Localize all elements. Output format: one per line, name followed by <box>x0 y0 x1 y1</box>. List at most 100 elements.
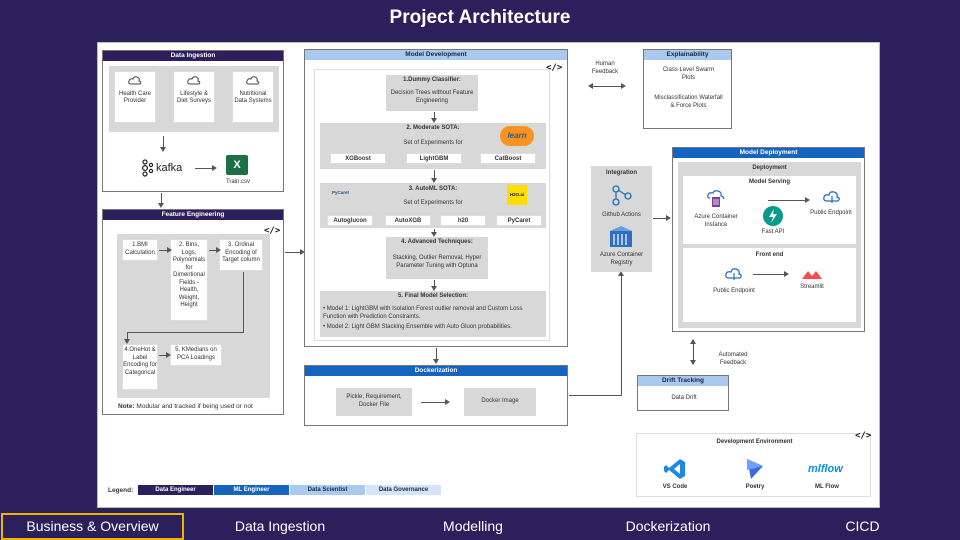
legend-ml-engineer: ML Engineer <box>214 485 289 495</box>
azure-registry-icon <box>610 226 632 247</box>
nav-modelling[interactable]: Modelling <box>443 518 503 534</box>
model-deployment-panel: Model Deployment Deployment Model Servin… <box>672 147 865 332</box>
feature-engineering-header: Feature Engineering <box>103 210 283 220</box>
pycaret-item: PyCaret <box>496 215 542 226</box>
integration-panel: Integration Github Actions Azure Contain… <box>591 166 652 272</box>
dummy-title: 1.Dummy Classifier: <box>403 77 461 83</box>
sota-title: 2. Moderate SOTA: <box>406 125 460 131</box>
automl-text: Set of Experiments for <box>403 200 463 206</box>
cloud-icon <box>246 76 260 85</box>
explainability-header: Explainability <box>644 50 731 60</box>
dummy-classifier-step: 1.Dummy Classifier: Decision Trees witho… <box>386 75 478 111</box>
advanced-text: Stacking, Outlier Removal, Hyper Paramet… <box>392 255 482 269</box>
front-end-box: Front end Public Endpoint Streamlit <box>683 248 856 322</box>
catboost-item: CatBoost <box>480 153 536 164</box>
github-actions-icon <box>612 185 632 206</box>
advanced-title: 4. Advanced Techniques: <box>401 239 473 245</box>
poetry-label: Poetry <box>745 484 765 490</box>
poetry-icon <box>747 459 763 479</box>
docker-files-box: Pickle, Requirement, Docker File <box>336 388 412 416</box>
integration-header: Integration <box>606 170 637 176</box>
final-model-step: 5. Final Model Selection: • Model 1: Lig… <box>320 291 546 337</box>
bottom-navigation: Business & Overview Data Ingestion Model… <box>0 513 960 540</box>
source-lifestyle: Lifestyle & Diet Surveys <box>173 71 215 123</box>
kafka-icon <box>141 159 153 177</box>
moderate-sota-step: 2. Moderate SOTA: Set of Experiments for… <box>320 123 546 169</box>
cloud-endpoint-icon <box>823 191 840 203</box>
dev-environment-panel: Development Environment </> VS Code Poet… <box>636 431 872 497</box>
cloud-endpoint-icon <box>725 268 742 280</box>
autoglucon-item: Autoglucon <box>327 215 373 226</box>
feature-engineering-panel: Feature Engineering </> 1.BMI Calculatio… <box>102 209 284 415</box>
page-title: Project Architecture <box>389 7 571 28</box>
source-health-care: Health Care Provider <box>114 71 156 123</box>
model-serving-box: Model Serving Azure Container Instance F… <box>683 176 856 244</box>
code-icon: </> <box>855 431 872 441</box>
model-development-header: Model Development <box>305 50 567 60</box>
final-line-1: • Model 1: LightGBM with Isolation Fores… <box>323 306 523 320</box>
drift-tracking-header: Drift Tracking <box>638 376 728 386</box>
nav-cicd[interactable]: CICD <box>845 518 880 534</box>
drift-tracking-panel: Drift Tracking Data Drift <box>637 375 729 411</box>
public-endpoint-label: Public Endpoint <box>713 288 755 294</box>
streamlit-icon <box>802 271 822 279</box>
cloud-icon <box>187 76 201 85</box>
train-csv-label: Train.csv <box>225 179 251 185</box>
front-end-label: Front end <box>755 252 784 258</box>
nav-data-ingestion[interactable]: Data Ingestion <box>234 518 326 534</box>
h20-item: h20 <box>440 215 486 226</box>
lightgbm-item: LightGBM <box>406 153 462 164</box>
kafka-logo: kafka <box>141 159 191 177</box>
mlflow-logo: mlflow <box>808 463 843 475</box>
final-line-2: • Model 2: Light GBM Stacking Ensemble w… <box>323 324 512 330</box>
model-development-panel: Model Development </> 1.Dummy Classifier… <box>304 49 568 347</box>
advanced-techniques-step: 4. Advanced Techniques: Stacking, Outlie… <box>386 237 488 279</box>
dummy-text: Decision Trees without Feature Engineeri… <box>390 90 474 104</box>
explainability-panel: Explainability Class Level Swarm Plots M… <box>643 49 732 129</box>
model-steps-area: 1.Dummy Classifier: Decision Trees witho… <box>314 69 550 341</box>
cloud-icon <box>128 76 142 85</box>
source-label: Nutritional Data Systems <box>234 90 272 105</box>
step-ordinal-encoding: 3. Ordinal Encoding of Target column <box>219 239 263 271</box>
docker-image-box: Docker Image <box>464 388 536 416</box>
github-actions-label: Github Actions <box>602 212 641 218</box>
feature-steps-area: 1.BMI Calculation 2. Bins, Logs, Polynom… <box>117 234 270 398</box>
azure-registry-label: Azure Container Registry <box>599 252 644 266</box>
streamlit-label: Streamlit <box>800 284 824 290</box>
final-title: 5. Final Model Selection: <box>397 293 468 299</box>
dockerization-panel: Dockerization Pickle, Requirement, Docke… <box>304 365 568 426</box>
azure-container-instance-icon <box>707 190 725 207</box>
code-icon: </> <box>264 226 281 236</box>
dev-env-header: Development Environment <box>716 439 793 445</box>
automl-sota-step: 3. AutoML SOTA: Set of Experiments for P… <box>320 183 546 228</box>
step-kmedians: 5. KMedians on PCA Loadings <box>170 344 222 366</box>
vscode-label: VS Code <box>662 484 688 490</box>
kafka-label: kafka <box>156 162 183 174</box>
nav-dockerization[interactable]: Dockerization <box>625 518 711 534</box>
fastapi-label: Fast API <box>761 229 785 235</box>
architecture-diagram: Data Ingestion Health Care Provider Life… <box>97 42 880 508</box>
sota-text: Set of Experiments for <box>403 140 463 146</box>
data-sources-area: Health Care Provider Lifestyle & Diet Su… <box>109 66 279 132</box>
vscode-icon <box>664 459 685 479</box>
code-icon: </> <box>546 63 563 73</box>
nav-business-overview[interactable]: Business & Overview <box>1 513 184 540</box>
modular-note: Note: Modular and tracked if being used … <box>118 403 253 410</box>
mlflow-label: ML Flow <box>815 484 839 490</box>
autoxgb-item: AutoXGB <box>385 215 431 226</box>
dockerization-header: Dockerization <box>305 366 567 376</box>
data-ingestion-header: Data Ingestion <box>103 51 283 61</box>
docker-image-label: Docker Image <box>481 398 519 404</box>
sklearn-logo: learn <box>500 126 534 146</box>
legend-data-engineer: Data Engineer <box>138 485 213 495</box>
docker-files-label: Pickle, Requirement, Docker File <box>346 394 402 408</box>
public-endpoint-label: Public Endpoint <box>810 210 852 216</box>
model-serving-label: Model Serving <box>748 179 790 185</box>
fastapi-icon <box>763 206 783 226</box>
legend-label: Legend: <box>108 487 134 494</box>
legend-data-scientist: Data Scientist <box>290 485 365 495</box>
automated-feedback-label: Automated Feedback <box>718 352 748 366</box>
h2o-logo: H2O.ai <box>507 185 527 205</box>
step-onehot: 4.OneHot & Label Encoding for Categorica… <box>122 344 158 390</box>
excel-icon: X <box>226 155 248 175</box>
